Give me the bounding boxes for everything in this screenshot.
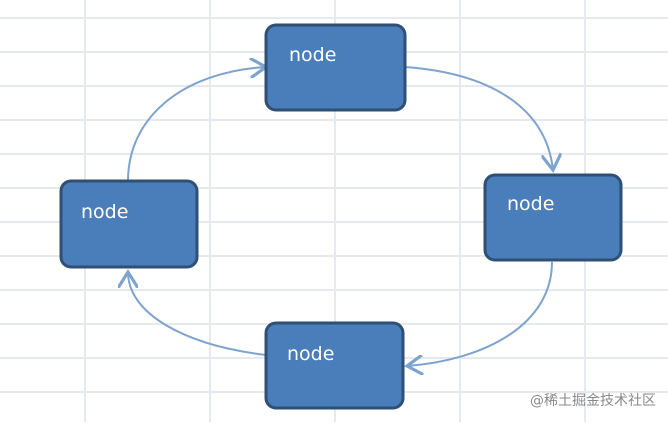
node-right-label: node: [507, 193, 554, 215]
nodes: node node node node: [59, 23, 623, 410]
node-bottom-label: node: [287, 343, 334, 365]
edge-top-to-right: [404, 66, 553, 170]
node-left-label: node: [81, 201, 128, 223]
node-bottom[interactable]: node: [264, 321, 405, 410]
node-left[interactable]: node: [59, 179, 199, 269]
node-right[interactable]: node: [483, 173, 623, 262]
edge-bottom-to-left: [128, 272, 267, 356]
edge-left-to-top: [126, 67, 266, 184]
node-top[interactable]: node: [264, 23, 407, 112]
node-top-label: node: [289, 44, 336, 66]
watermark-label: @稀土掘金技术社区: [530, 393, 656, 409]
edges: [128, 67, 553, 366]
edge-right-to-bottom: [407, 261, 553, 366]
